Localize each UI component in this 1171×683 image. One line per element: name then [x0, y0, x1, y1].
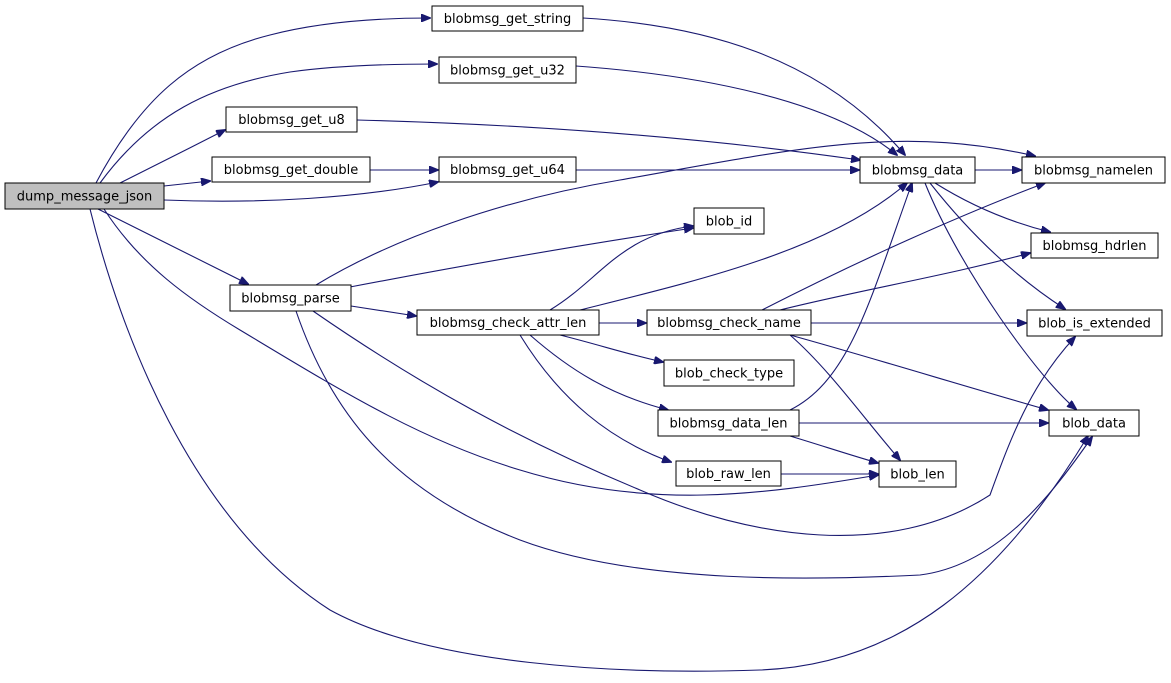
edge-blobmsg_parse-to-blob_is_extended	[312, 310, 1075, 537]
node-blobmsg_check_name[interactable]: blobmsg_check_name	[646, 309, 812, 336]
edge-dump_message_json-to-blob_data	[89, 208, 1088, 672]
edge-blobmsg_parse-to-blob_id	[349, 228, 693, 288]
node-label: blobmsg_check_attr_len	[430, 316, 587, 331]
node-blobmsg_get_u32[interactable]: blobmsg_get_u32	[438, 56, 577, 84]
node-box	[416, 309, 600, 336]
node-blob_len[interactable]: blob_len	[878, 460, 957, 488]
edge-dump_message_json-to-blobmsg_get_u64	[163, 182, 438, 202]
node-box	[657, 409, 800, 437]
node-blobmsg_parse[interactable]: blobmsg_parse	[229, 284, 352, 312]
node-blob_is_extended[interactable]: blob_is_extended	[1026, 309, 1163, 337]
node-box	[1026, 309, 1163, 337]
node-blobmsg_get_u8[interactable]: blobmsg_get_u8	[225, 106, 358, 133]
edge-blobmsg_data-to-blob_is_extended	[929, 182, 1065, 309]
edge-blobmsg_check_attr_len-to-blob_id	[549, 226, 693, 311]
edge-blobmsg_parse-to-blob_data	[295, 310, 1092, 579]
node-box	[211, 156, 371, 183]
node-label: dump_message_json	[17, 190, 152, 205]
node-label: blobmsg_namelen	[1034, 164, 1153, 179]
edge-blobmsg_check_attr_len-to-blobmsg_data	[579, 183, 907, 311]
node-label: blobmsg_get_u32	[450, 64, 565, 79]
node-box	[1030, 232, 1159, 259]
node-label: blobmsg_get_u8	[238, 113, 345, 128]
node-label: blobmsg_hdrlen	[1043, 239, 1147, 254]
edge-blobmsg_parse-to-blobmsg_namelen	[315, 140, 1035, 286]
node-label: blobmsg_parse	[241, 292, 340, 307]
edge-blobmsg_parse-to-blobmsg_check_attr_len	[350, 305, 416, 316]
node-label: blobmsg_check_name	[657, 316, 801, 331]
edge-dump_message_json-to-blobmsg_get_string	[95, 18, 430, 184]
edge-blobmsg_check_attr_len-to-blobmsg_data_len	[529, 334, 668, 410]
node-blobmsg_check_attr_len[interactable]: blobmsg_check_attr_len	[416, 309, 600, 336]
node-label: blobmsg_data_len	[670, 417, 788, 432]
edge-dump_message_json-to-blobmsg_get_u32	[99, 64, 437, 184]
edge-layer	[89, 17, 1092, 672]
node-box	[693, 207, 765, 235]
node-box	[1021, 156, 1166, 184]
edge-blobmsg_get_u32-to-blobmsg_data	[575, 65, 897, 155]
edge-blobmsg_check_attr_len-to-blob_check_type	[559, 334, 663, 362]
node-box	[675, 460, 782, 487]
edge-blobmsg_check_name-to-blobmsg_namelen	[761, 183, 1045, 311]
node-blobmsg_data_len[interactable]: blobmsg_data_len	[657, 409, 800, 437]
node-box	[878, 460, 957, 488]
node-label: blobmsg_data	[872, 164, 964, 179]
edge-blobmsg_data_len-to-blobmsg_data	[789, 183, 912, 411]
node-label: blob_id	[706, 215, 752, 230]
node-label: blob_len	[890, 468, 944, 483]
node-box	[859, 156, 976, 184]
edge-blobmsg_check_name-to-blobmsg_hdrlen	[779, 253, 1030, 311]
node-blob_id[interactable]: blob_id	[693, 207, 765, 235]
edge-dump_message_json-to-blobmsg_get_u8	[119, 130, 225, 184]
node-layer: dump_message_json blobmsg_get_stringblobm…	[4, 5, 1166, 488]
edge-blobmsg_check_name-to-blob_data	[789, 334, 1048, 410]
node-blob_raw_len[interactable]: blob_raw_len	[675, 460, 782, 487]
node-blobmsg_get_double[interactable]: blobmsg_get_double	[211, 156, 371, 183]
node-blobmsg_get_string[interactable]: blobmsg_get_string	[431, 5, 584, 32]
edge-blobmsg_check_name-to-blob_len	[789, 334, 900, 460]
node-box	[1048, 409, 1140, 437]
edge-dump_message_json-to-blob_len	[103, 208, 878, 496]
node-box	[229, 284, 352, 312]
node-blob_check_type[interactable]: blob_check_type	[663, 359, 795, 387]
edge-blobmsg_check_attr_len-to-blob_raw_len	[519, 334, 671, 462]
node-label: blobmsg_get_u64	[450, 163, 565, 178]
edge-dump_message_json-to-blobmsg_parse	[97, 208, 248, 284]
node-label: blobmsg_get_double	[224, 163, 358, 178]
node-box	[225, 106, 358, 133]
edge-blobmsg_data-to-blob_data	[924, 182, 1076, 409]
edge-blobmsg_get_u8-to-blobmsg_data	[356, 119, 860, 160]
node-box	[646, 309, 812, 336]
node-label: blob_check_type	[675, 367, 783, 382]
node-blobmsg_data[interactable]: blobmsg_data	[859, 156, 976, 184]
node-box	[663, 359, 795, 387]
node-box	[431, 5, 584, 32]
node-box	[438, 156, 577, 183]
node-label: blob_is_extended	[1038, 317, 1151, 332]
edge-dump_message_json-to-blobmsg_get_double	[163, 181, 210, 187]
node-box	[4, 182, 165, 210]
node-box	[438, 56, 577, 84]
node-blobmsg_hdrlen[interactable]: blobmsg_hdrlen	[1030, 232, 1159, 259]
edge-blobmsg_data_len-to-blob_len	[789, 435, 878, 463]
node-dump_message_json[interactable]: dump_message_json	[4, 182, 165, 210]
node-label: blobmsg_get_string	[444, 12, 571, 27]
edge-blobmsg_data-to-blobmsg_hdrlen	[934, 182, 1050, 232]
node-blob_data[interactable]: blob_data	[1048, 409, 1140, 437]
node-blobmsg_namelen[interactable]: blobmsg_namelen	[1021, 156, 1166, 184]
node-blobmsg_get_u64[interactable]: blobmsg_get_u64	[438, 156, 577, 183]
node-label: blob_raw_len	[686, 467, 771, 482]
node-label: blob_data	[1062, 417, 1126, 432]
edge-blobmsg_get_string-to-blobmsg_data	[582, 17, 905, 155]
